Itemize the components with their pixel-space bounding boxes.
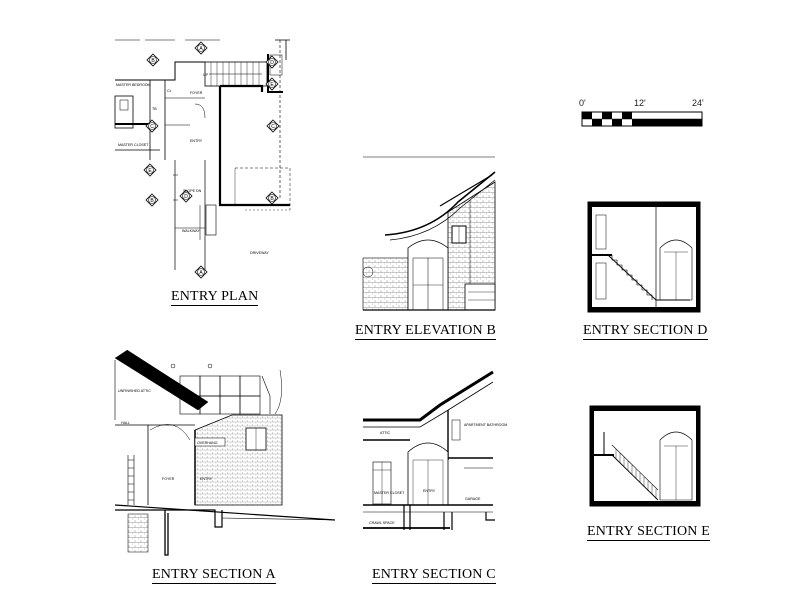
scale-label-24: 24': [692, 98, 704, 108]
marker-c-right-label: C: [271, 124, 275, 130]
section-marker-e-mid: E: [143, 163, 157, 177]
marker-e-label: E: [270, 82, 274, 88]
section-a-label-unfinished-attic: UNFINISHED ATTIC: [118, 389, 151, 393]
marker-a-top-label: A: [199, 46, 203, 52]
plan-label-driveway: DRIVEWAY: [250, 251, 269, 255]
scale-bar: [581, 111, 703, 127]
section-marker-c-left: C: [145, 119, 159, 133]
title-entry-section-d: ENTRY SECTION D: [583, 323, 708, 340]
marker-a-bottom-label: A: [199, 270, 203, 276]
section-marker-c-right: C: [266, 119, 280, 133]
section-marker-b-top: B: [146, 53, 160, 67]
entry-elevation-b-drawing: [362, 156, 496, 311]
plan-label-cl: CL: [167, 89, 172, 93]
title-entry-elevation-b: ENTRY ELEVATION B: [355, 323, 497, 340]
section-marker-a-top: A: [194, 41, 208, 55]
section-marker-e: E: [265, 77, 279, 91]
marker-d-mid-label: D: [184, 194, 188, 200]
section-c-label-garage: GARAGE: [465, 497, 481, 501]
entry-section-a-drawing: [114, 349, 336, 556]
section-marker-d-mid: D: [179, 189, 193, 203]
marker-b-left-label: B: [150, 198, 154, 204]
marker-e-mid-label: E: [148, 168, 152, 174]
plan-label-master-bedroom: MASTER BEDROOM: [116, 83, 151, 87]
section-marker-d: D: [265, 55, 279, 69]
section-marker-b-left: B: [145, 193, 159, 207]
marker-d-label: D: [270, 60, 274, 66]
plan-label-walkway: WALKWAY: [182, 229, 200, 233]
section-c-label-master-closet: MASTER CLOSET: [374, 491, 405, 495]
section-marker-a-bottom: A: [194, 265, 208, 279]
title-entry-plan: ENTRY PLAN: [171, 289, 259, 306]
entry-section-e-drawing: [589, 405, 701, 507]
entry-plan-drawing: [114, 39, 291, 270]
section-a-label-foyer: FOYER: [162, 477, 175, 481]
plan-label-tb: TB: [152, 107, 157, 111]
scale-label-12: 12': [634, 98, 646, 108]
section-c-label-apartment-bathroom: APARTMENT BATHROOM: [464, 423, 507, 427]
title-entry-section-e: ENTRY SECTION E: [587, 524, 711, 541]
plan-label-master-closet: MASTER CLOSET: [118, 143, 149, 147]
section-c-label-crawl-space: CRAWL SPACE: [369, 521, 395, 525]
plan-label-entry: ENTRY: [190, 139, 203, 143]
section-c-label-entry: ENTRY: [423, 489, 436, 493]
marker-b-top-label: B: [151, 58, 155, 64]
section-c-label-attic: ATTIC: [380, 431, 391, 435]
marker-c-left-label: C: [150, 124, 154, 130]
scale-label-0: 0': [579, 98, 586, 108]
section-a-label-overhang: OVERHANG: [197, 441, 218, 445]
title-entry-section-c: ENTRY SECTION C: [372, 567, 496, 584]
section-a-label-entry: ENTRY: [200, 477, 213, 481]
section-a-label-hall: HALL: [121, 421, 130, 425]
section-marker-b-right: B: [265, 191, 279, 205]
entry-section-d-drawing: [587, 201, 701, 313]
plan-label-foyer: FOYER: [190, 91, 203, 95]
plan-section-markers: A B D E C C E B: [143, 41, 280, 279]
plan-label-slope-dn: SLOPE DN: [183, 189, 202, 193]
title-entry-section-a: ENTRY SECTION A: [152, 567, 276, 584]
plan-label-up: UP: [203, 73, 209, 77]
entry-section-c-drawing: [363, 370, 495, 530]
marker-b-right-label: B: [270, 196, 274, 202]
